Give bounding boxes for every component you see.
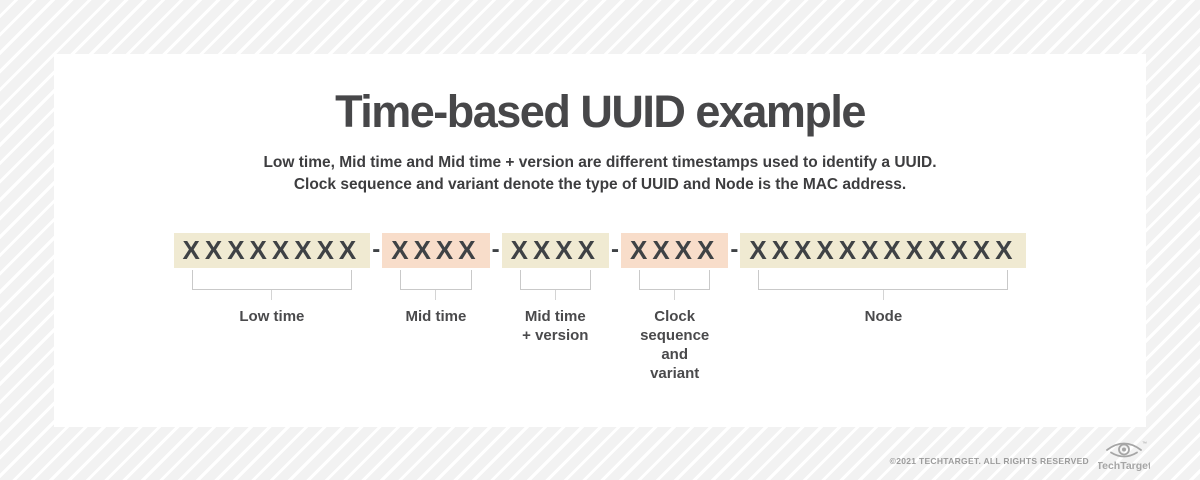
bracket-clock-sequence [639,270,711,290]
label-node: Node [864,308,903,325]
bracket-tick-node [882,290,884,300]
bracket-low-time [191,270,353,290]
bracket-tick-mid-time-version [554,290,556,300]
uuid-segment-group-low-time: XXXXXXXX Low time [173,233,371,326]
label-mid-time: Mid time [405,308,467,325]
logo-wordmark: TechTarget [1098,460,1150,472]
bracket-tick-clock-sequence [674,290,676,300]
bracket-tick-low-time [271,290,273,300]
uuid-segment-group-mid-time: XXXX Mid time [382,233,490,326]
infographic-card: Time-based UUID example Low time, Mid ti… [54,54,1146,427]
label-clock-sequence: Clock sequence and variant [640,308,710,382]
label-mid-time-version: Mid time + version [522,308,589,344]
bracket-mid-time [400,270,472,290]
uuid-segment-clock-sequence: XXXX [621,233,729,268]
uuid-segment-group-mid-time-version: XXXX Mid time + version [501,233,609,345]
label-low-time: Low time [239,308,305,325]
uuid-segment-low-time: XXXXXXXX [173,233,371,268]
logo-trademark: ™ [1142,441,1147,447]
bracket-mid-time-version [519,270,591,290]
uuid-segment-group-clock-sequence: XXXX Clock sequence and variant [621,233,729,383]
uuid-separator: - [372,236,381,263]
uuid-segment-mid-time: XXXX [382,233,490,268]
page-title: Time-based UUID example [335,86,866,137]
subtitle-line-1: Low time, Mid time and Mid time + versio… [263,154,937,171]
bracket-tick-mid-time [435,290,437,300]
uuid-separator: - [730,236,739,263]
subtitle-line-2: Clock sequence and variant denote the ty… [293,176,907,193]
footer: ©2021 TECHTARGET. ALL RIGHTS RESERVED ™ … [890,438,1150,472]
uuid-separator: - [491,236,500,263]
page-subtitle: Low time, Mid time and Mid time + versio… [54,152,1146,196]
techtarget-eye-icon: ™ TechTarget [1098,441,1150,472]
bracket-node [758,270,1009,290]
uuid-diagram: XXXXXXXX Low time - XXXX Mid time - XXXX… [54,233,1146,383]
techtarget-logo: ™ TechTarget [1098,438,1150,472]
uuid-separator: - [611,236,619,263]
uuid-segment-node: XXXXXXXXXXXX [740,233,1027,268]
uuid-segment-group-node: XXXXXXXXXXXX Node [740,233,1027,326]
copyright-text: ©2021 TECHTARGET. ALL RIGHTS RESERVED [889,456,1089,466]
uuid-segment-mid-time-version: XXXX [501,233,609,268]
